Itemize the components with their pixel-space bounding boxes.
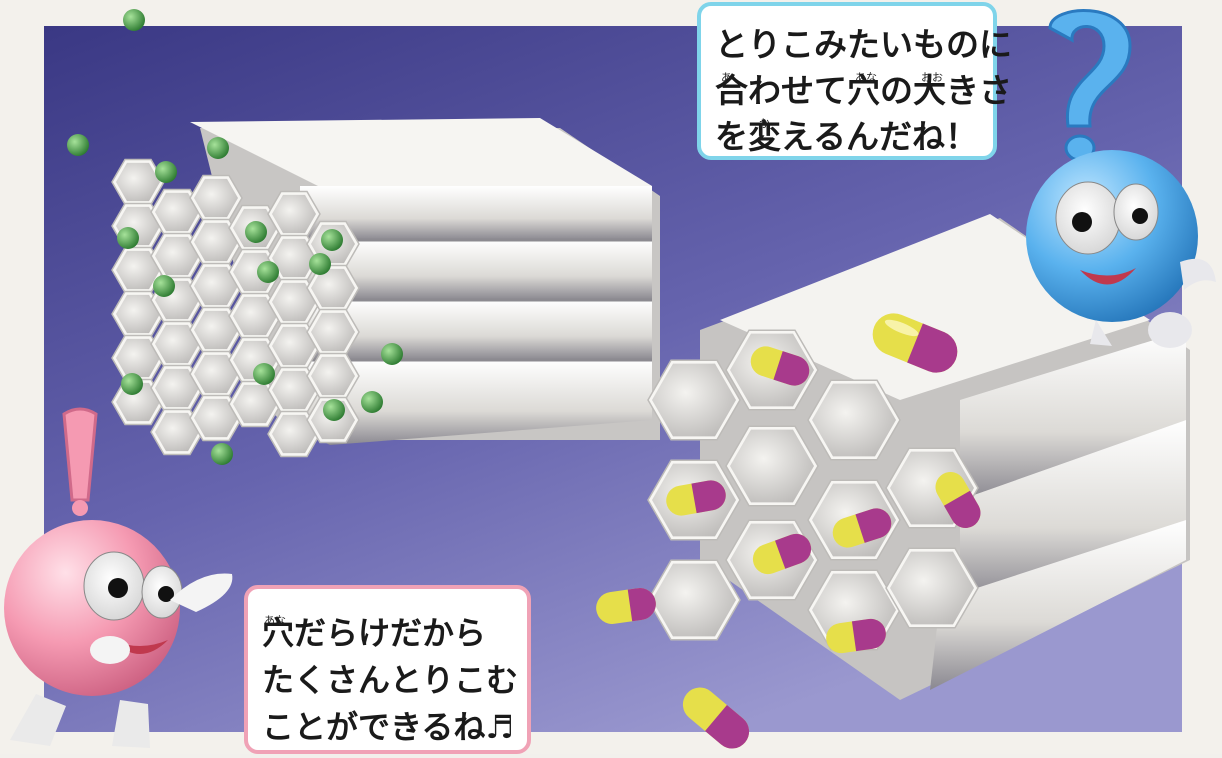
capsule <box>832 508 892 548</box>
pellet <box>155 161 177 183</box>
capsule <box>935 472 981 528</box>
bubble-top-line-1: とりこみたいものに <box>715 25 1012 64</box>
large-pore <box>730 429 814 503</box>
pellet <box>67 134 89 156</box>
small-pore <box>155 324 199 364</box>
pellet <box>207 137 229 159</box>
furigana-ana-2: あな <box>264 614 286 627</box>
small-pore <box>194 310 238 350</box>
bubble-bottom-line-1: あな 穴だらけだから <box>262 610 527 657</box>
small-pore <box>194 398 238 438</box>
bubble-bottom-line-2: たくさんとりこむ <box>262 661 519 699</box>
small-pore <box>311 356 355 396</box>
blue-character <box>1026 9 1216 348</box>
pellet <box>257 261 279 283</box>
large-pore <box>812 383 896 457</box>
bubble-bottom-line-3: ことができるね♬ <box>262 708 515 746</box>
capsule <box>826 618 886 654</box>
speech-bubble-bottom: あな 穴だらけだから たくさんとりこむ ことができるね♬ <box>244 585 531 754</box>
furigana-ana: あな <box>855 71 877 84</box>
pellet <box>309 253 331 275</box>
pellet-group <box>67 9 403 465</box>
small-pore <box>272 414 316 454</box>
capsule <box>752 533 812 575</box>
small-pore <box>155 236 199 276</box>
small-pore <box>272 238 316 278</box>
pellet <box>121 373 143 395</box>
small-pore <box>272 326 316 366</box>
small-pore <box>194 222 238 262</box>
pellet <box>253 363 275 385</box>
small-pore <box>116 250 160 290</box>
pellet <box>211 443 233 465</box>
small-pore <box>272 194 316 234</box>
small-pore <box>272 282 316 322</box>
pellet <box>321 229 343 251</box>
exclamation-mark-icon <box>62 407 98 502</box>
pellet <box>117 227 139 249</box>
small-pore <box>194 178 238 218</box>
small-pore <box>311 268 355 308</box>
pellet <box>381 343 403 365</box>
small-pore <box>194 266 238 306</box>
small-pore <box>311 312 355 352</box>
bubble-top-line-3: か を変えるんだね！ <box>715 114 993 160</box>
pellet <box>323 399 345 421</box>
capsule <box>666 480 726 516</box>
speech-bubble-top: とりこみたいものに あ あな おお 合わせて穴の大きさ か を変えるんだね！ <box>697 2 1012 160</box>
small-pore <box>116 338 160 378</box>
small-pore <box>155 368 199 408</box>
pellet <box>245 221 267 243</box>
furigana-oo: おお <box>921 71 943 84</box>
pellet <box>361 391 383 413</box>
capsule-group <box>596 313 958 749</box>
small-pore <box>233 296 277 336</box>
small-pore <box>233 384 277 424</box>
pellet <box>153 275 175 297</box>
small-pore <box>272 370 316 410</box>
small-pore <box>116 294 160 334</box>
furigana-a: あ <box>721 71 732 84</box>
small-pore <box>155 412 199 452</box>
capsule <box>750 346 810 386</box>
question-mark-icon <box>1048 9 1132 128</box>
large-pore <box>652 563 736 637</box>
large-pore <box>890 551 974 625</box>
large-pore <box>652 363 736 437</box>
bubble-top-line-2: あ あな おお 合わせて穴の大きさ <box>715 68 1012 114</box>
small-pore <box>155 192 199 232</box>
pellet <box>123 9 145 31</box>
small-pore <box>116 162 160 202</box>
furigana-ka: か <box>759 117 770 130</box>
small-pore <box>194 354 238 394</box>
pink-character <box>4 407 233 748</box>
